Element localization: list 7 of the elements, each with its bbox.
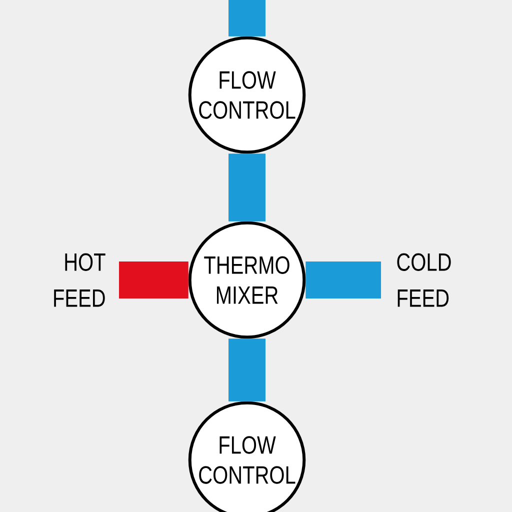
pipe (228, 0, 266, 36)
pipe (306, 262, 381, 298)
pipe (228, 154, 266, 222)
feed-label: COLD FEED (397, 253, 451, 307)
feed-label: HOT FEED (54, 253, 106, 307)
pipe (119, 262, 188, 298)
pipe (228, 338, 266, 402)
